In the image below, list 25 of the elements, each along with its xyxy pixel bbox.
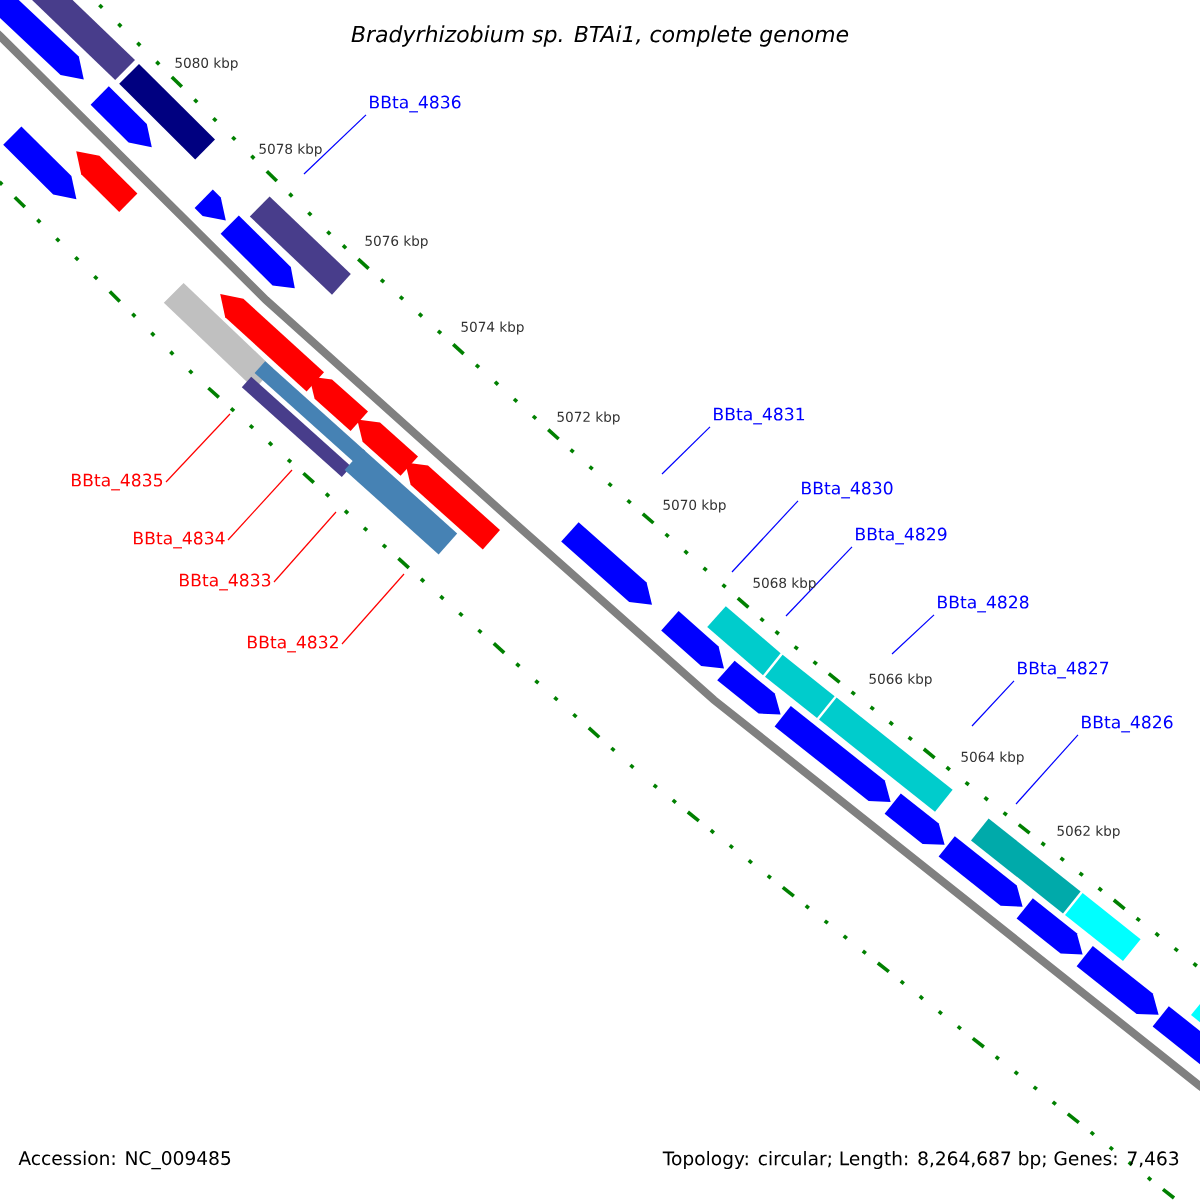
gene-label: BBta_4832: [248, 635, 338, 653]
gene-label: BBta_4827: [1018, 661, 1109, 679]
leader-line: [891, 614, 935, 655]
leader-line: [341, 573, 405, 645]
gene-label: BBta_4833: [180, 573, 271, 591]
leader-line: [785, 546, 853, 617]
gene-label: BBta_4835: [72, 473, 163, 491]
gene-label: BBta_4828: [938, 595, 1029, 613]
gene-label: BBta_4831: [714, 407, 805, 425]
leader-line: [1015, 734, 1079, 805]
leader-line: [273, 511, 337, 583]
leader-line: [227, 469, 293, 541]
title: Bradyrhizobium sp. BTAi1, complete genome: [351, 25, 849, 47]
gene-label: BBta_4830: [802, 481, 893, 499]
gene-label: BBta_4826: [1082, 715, 1173, 733]
gene-label: BBta_4834: [134, 531, 225, 549]
leader-line: [303, 114, 367, 175]
gene-label: BBta_4836: [370, 95, 461, 113]
leader-line: [971, 680, 1015, 727]
footer-text: Accession: NC_009485: [18, 1150, 231, 1170]
leader-line: [165, 413, 231, 483]
footer-text: Topology: circular; Length: 8,264,687 bp; Genes: 7,463: [662, 1151, 1179, 1169]
gene-label: BBta_4829: [856, 527, 947, 545]
leader-line: [731, 500, 799, 573]
leader-line: [661, 426, 711, 475]
